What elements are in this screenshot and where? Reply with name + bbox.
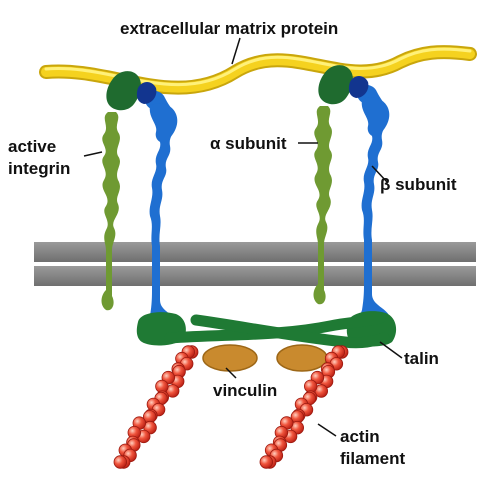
beta-head-knob-left <box>136 82 157 104</box>
leader-actin <box>317 423 337 437</box>
actin-filament-left <box>113 345 199 469</box>
label-beta: β subunit <box>380 175 457 194</box>
label-filament: filament <box>340 449 406 468</box>
label-alpha: α subunit <box>210 134 287 153</box>
leader-matrix <box>231 37 241 65</box>
leader-active-integrin <box>83 151 103 157</box>
integrin-head-left <box>106 71 141 111</box>
beta-upper-lobe-left <box>149 103 178 143</box>
integrin-right <box>313 65 390 333</box>
label-vinculin: vinculin <box>213 381 277 400</box>
integrin-left <box>101 71 178 339</box>
vinculin <box>202 344 328 372</box>
alpha-subunit-left <box>101 112 120 311</box>
talin <box>136 311 397 349</box>
label-integrin: integrin <box>8 159 70 178</box>
actin-monomer <box>259 455 274 469</box>
membrane-inner-leaflet <box>34 266 476 286</box>
leader-beta <box>371 165 389 184</box>
plasma-membrane <box>34 242 476 286</box>
labels: extracellular matrix protein active inte… <box>8 19 457 468</box>
leader-lines <box>83 37 403 437</box>
talin-rod-2 <box>190 314 390 349</box>
extracellular-matrix-protein <box>39 45 477 95</box>
beta-upper-lobe-right <box>361 97 390 137</box>
label-matrix: extracellular matrix protein <box>120 19 338 38</box>
actin-monomer <box>113 455 128 469</box>
vinculin-left <box>202 344 258 372</box>
actin-filament-right <box>259 345 349 469</box>
label-talin: talin <box>404 349 439 368</box>
leader-vinculin <box>225 367 237 379</box>
integrin-head-right <box>318 65 353 105</box>
leader-talin <box>379 341 403 359</box>
beta-head-knob-right <box>348 76 369 98</box>
talin-rod-1 <box>164 312 386 344</box>
label-actin: actin <box>340 427 380 446</box>
label-active: active <box>8 137 56 156</box>
membrane-outer-leaflet <box>34 242 476 262</box>
beta-subunit-left <box>145 90 178 339</box>
beta-subunit-right <box>357 84 390 333</box>
vinculin-right <box>276 344 328 372</box>
alpha-subunit-right <box>313 106 332 305</box>
